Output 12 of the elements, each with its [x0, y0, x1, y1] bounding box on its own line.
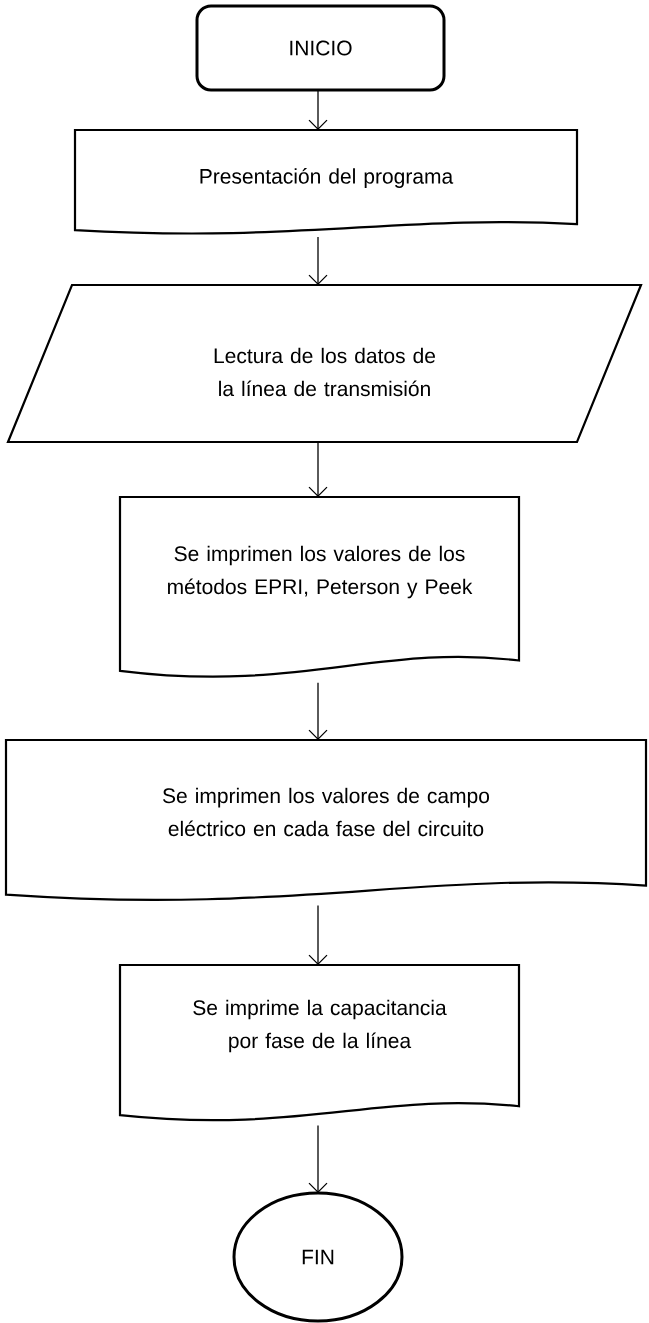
input-parallelogram: Lectura de los datos de la línea de transmisión: [6, 283, 643, 444]
document-box: Se imprimen los valores de los métodos EPRI, Peterson y Peek: [118, 495, 521, 678]
document-box: Presentación del programa: [73, 128, 579, 235]
terminal-box: INICIO: [195, 4, 446, 92]
arrow: [308, 89, 328, 130]
arrow: [308, 904, 328, 965]
arrow: [308, 682, 328, 740]
arrow: [308, 1124, 328, 1193]
document-box: Se imprime la capacitancia por fase de la línea: [118, 963, 521, 1122]
arrow: [308, 441, 328, 497]
arrow: [308, 236, 328, 285]
document-box: Se imprimen los valores de campo eléctrico en cada fase del circuito: [4, 738, 648, 901]
